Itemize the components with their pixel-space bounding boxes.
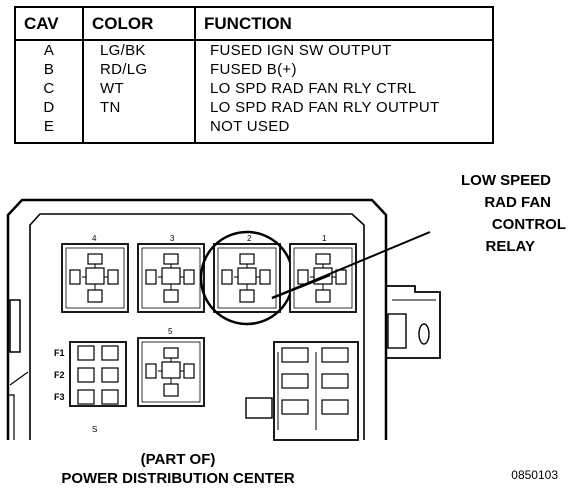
caption-line: (PART OF) <box>140 451 216 468</box>
header-cav: CAV <box>15 7 84 41</box>
cell-color <box>83 117 196 143</box>
callout-line: LOW SPEED <box>460 172 551 189</box>
pdc-right-connector <box>386 285 441 359</box>
pdc-left-tab <box>9 299 21 353</box>
cell-function: NOT USED <box>210 118 290 135</box>
table-row: B RD/LG FUSED B(+) <box>15 60 493 79</box>
caption-line: POWER DISTRIBUTION CENTER <box>61 470 295 487</box>
table-header-row: CAV COLOR FUNCTION <box>15 7 493 41</box>
fuse-block: F1 F2 F3 S <box>54 341 127 434</box>
relay-5: 5 <box>137 327 205 407</box>
fuse-block-label: S <box>92 425 97 434</box>
relay-2-low-speed-rad-fan-control: 2 <box>199 230 295 326</box>
cell-color: WT <box>83 79 196 98</box>
relay-3: 3 <box>137 234 205 313</box>
diagram-caption: (PART OF) POWER DISTRIBUTION CENTER <box>28 450 328 488</box>
cell-color: TN <box>83 98 196 117</box>
cell-cav: D <box>15 98 84 117</box>
fuse-cluster-right <box>245 341 359 441</box>
figure-id: 0850103 <box>511 468 558 482</box>
cell-cav: A <box>15 40 84 60</box>
cell-color: LG/BK <box>83 40 196 60</box>
cell-function: FUSED B(+) <box>210 61 297 78</box>
header-color: COLOR <box>83 7 196 41</box>
cell-cav: E <box>15 117 84 143</box>
cell-color: RD/LG <box>83 60 196 79</box>
fuse-label: F3 <box>54 392 65 402</box>
cell-cav: B <box>15 60 84 79</box>
table-row: E NOT USED <box>15 117 493 143</box>
pdc-housing-outline <box>6 198 388 440</box>
fuse-label: F1 <box>54 348 65 358</box>
relay-number: 5 <box>168 327 173 336</box>
connector-pinout-table: CAV COLOR FUNCTION A LG/BK FUSED IGN SW … <box>14 6 494 144</box>
cell-function: LO SPD RAD FAN RLY CTRL <box>210 80 417 97</box>
table-row: C WT LO SPD RAD FAN RLY CTRL <box>15 79 493 98</box>
callout-line: CONTROL <box>491 216 566 233</box>
cell-function: LO SPD RAD FAN RLY OUTPUT <box>210 99 440 116</box>
relay-number: 2 <box>247 234 252 243</box>
cell-cav: C <box>15 79 84 98</box>
relay-number: 4 <box>92 234 97 243</box>
relay-number: 1 <box>322 234 327 243</box>
relay-number: 3 <box>170 234 175 243</box>
relay-4: 4 <box>61 234 129 313</box>
fuse-label: F2 <box>54 370 65 380</box>
header-function: FUNCTION <box>195 7 493 41</box>
table-row: D TN LO SPD RAD FAN RLY OUTPUT <box>15 98 493 117</box>
callout-line: RAD FAN <box>484 194 551 211</box>
cell-function: FUSED IGN SW OUTPUT <box>210 42 392 59</box>
callout-line: RELAY <box>485 238 535 255</box>
pdc-housing-inner <box>29 213 365 440</box>
table-row: A LG/BK FUSED IGN SW OUTPUT <box>15 40 493 60</box>
relay-1: 1 <box>289 234 357 313</box>
relay-callout-label: LOW SPEED RAD FAN CONTROL RELAY <box>395 170 575 258</box>
